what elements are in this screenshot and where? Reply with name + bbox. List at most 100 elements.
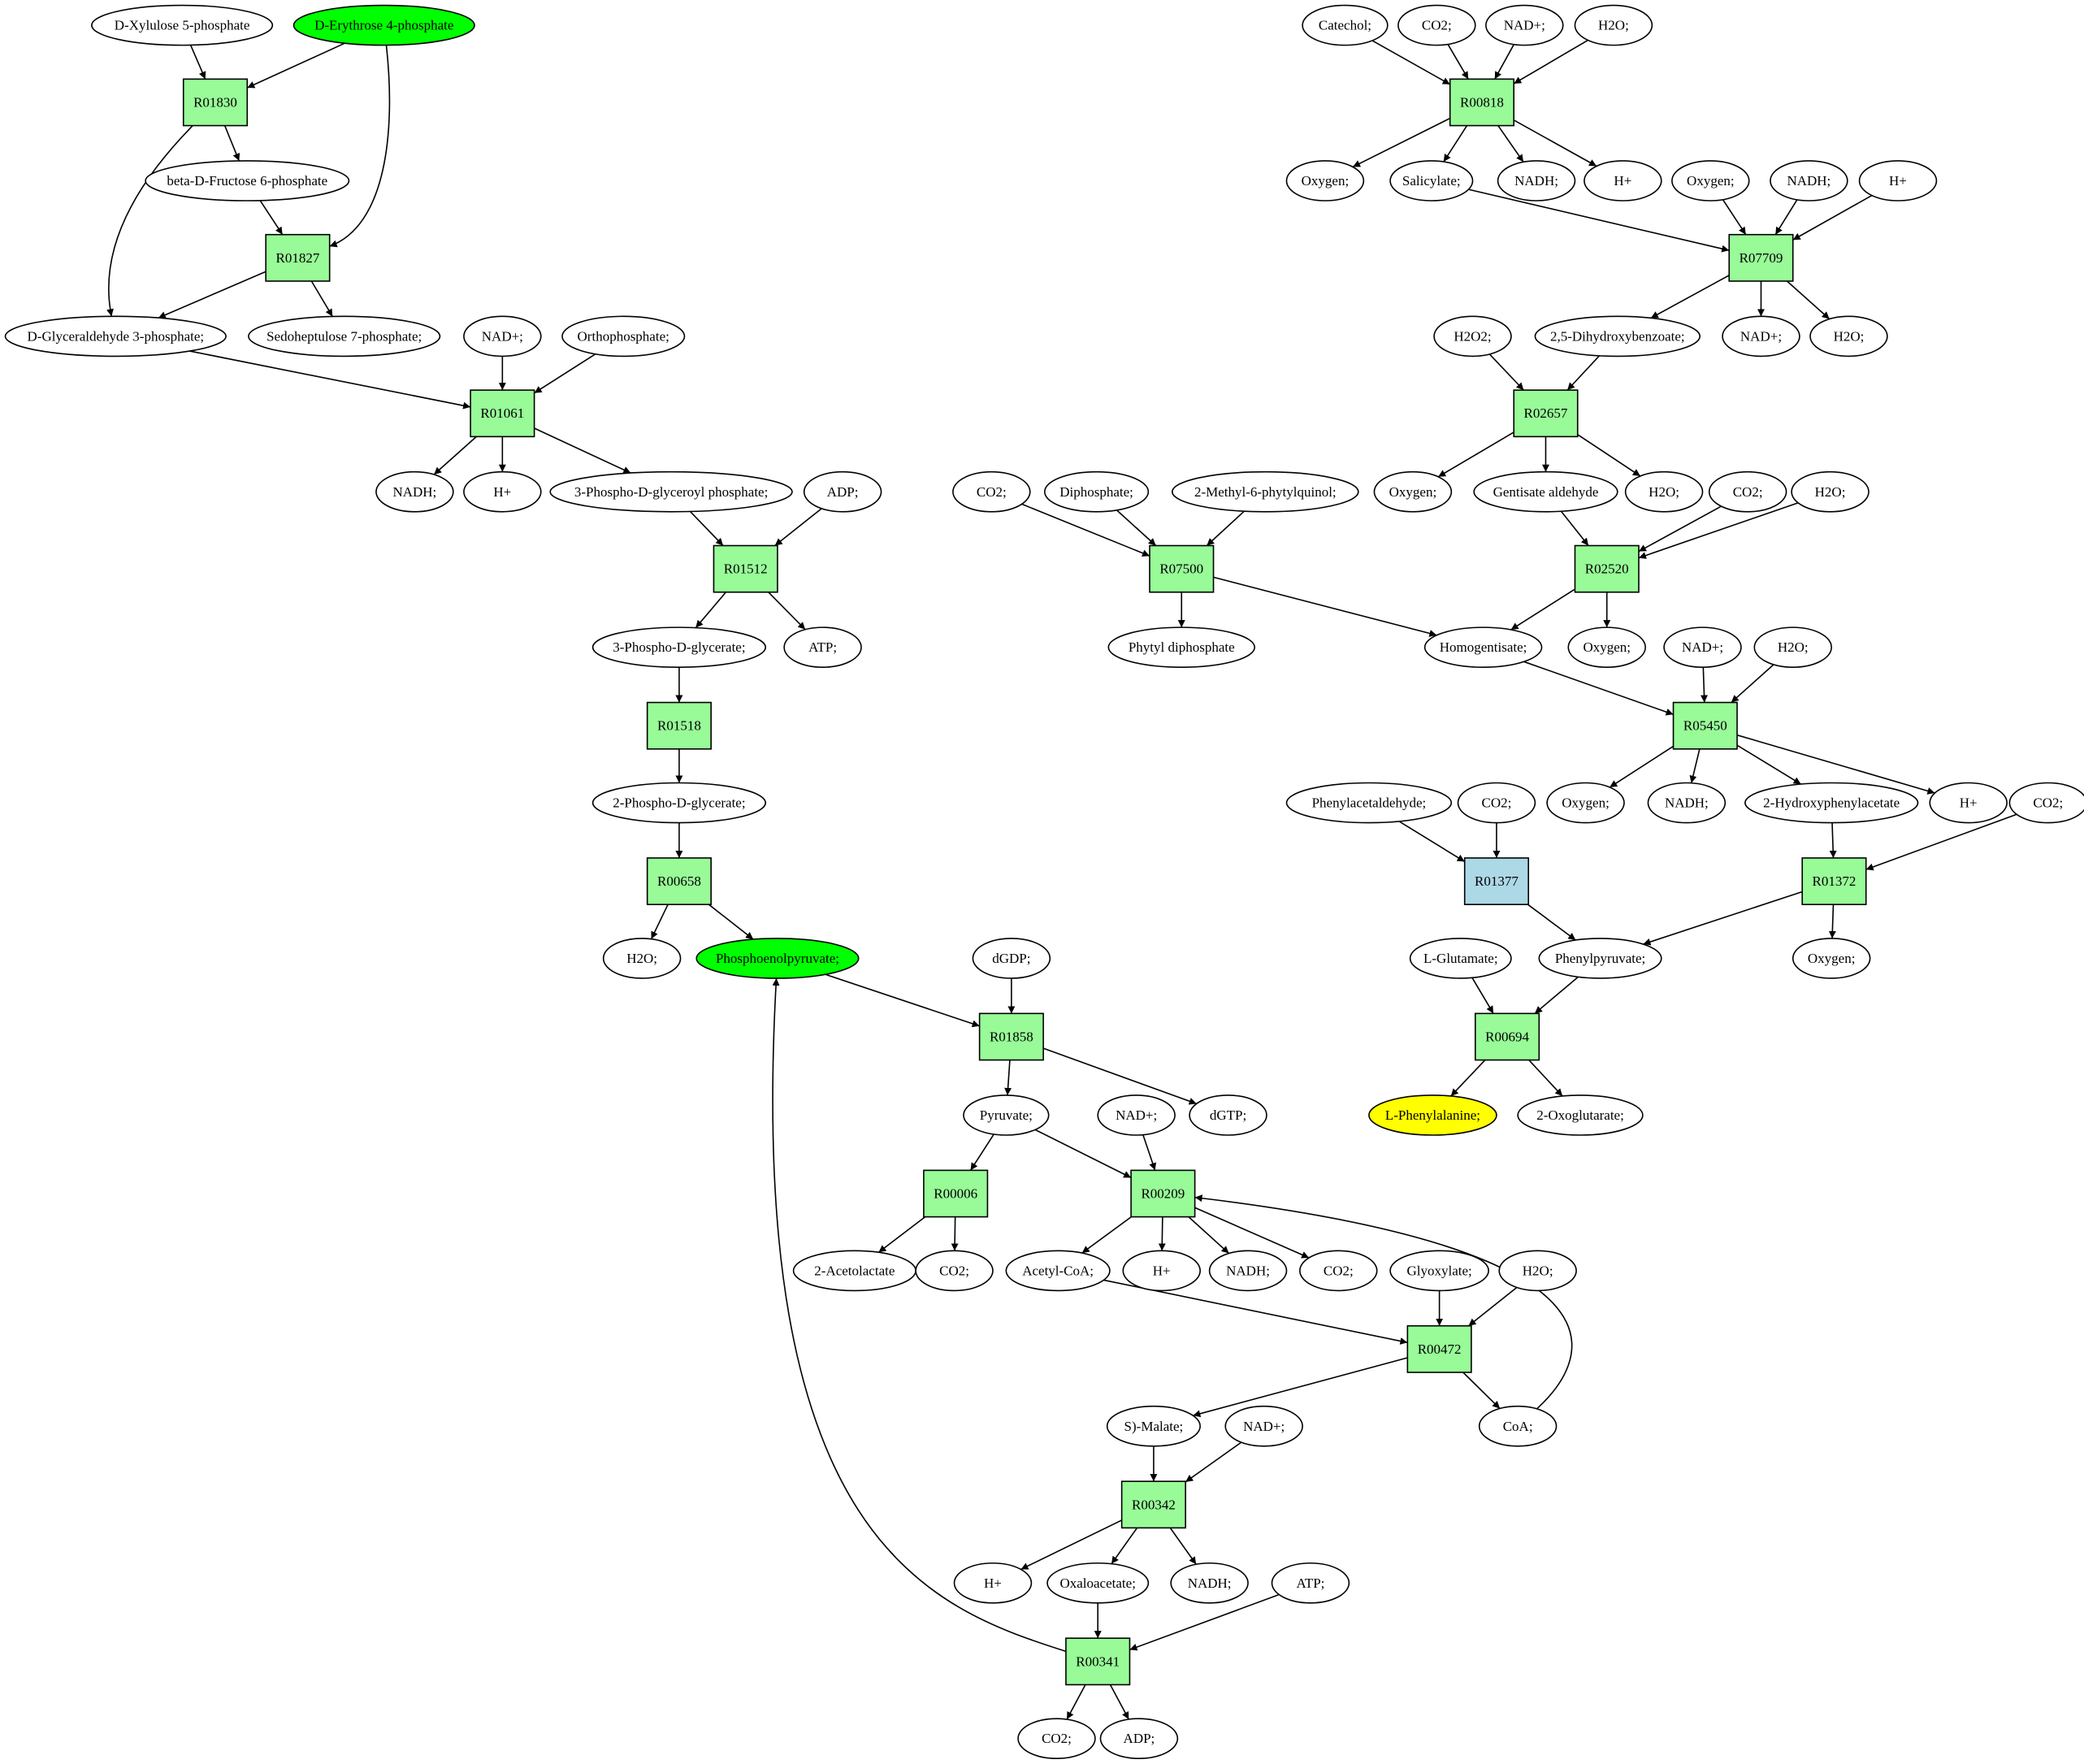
compound-node-oxygen_2[interactable]: Oxygen; <box>1671 160 1750 202</box>
compound-node-dhb[interactable]: 2,5-Dihydroxybenzoate; <box>1534 315 1701 358</box>
compound-node-erythrose4p[interactable]: D-Erythrose 4-phosphate <box>292 4 475 46</box>
compound-node-homogentisate[interactable]: Homogentisate; <box>1423 626 1543 668</box>
reaction-node-r00658[interactable]: R00658 <box>646 857 712 905</box>
compound-node-fructose6p[interactable]: beta-D-Fructose 6-phosphate <box>145 160 350 202</box>
compound-node-mpq[interactable]: 2-Methyl-6-phytylquinol; <box>1172 470 1359 513</box>
compound-node-pdg_p[interactable]: 3-Phospho-D-glyceroyl phosphate; <box>549 470 793 513</box>
compound-node-adp_1[interactable]: ADP; <box>803 470 882 513</box>
reaction-node-r01512[interactable]: R01512 <box>713 544 778 593</box>
compound-node-co2_5[interactable]: CO2; <box>1708 470 1787 513</box>
compound-node-glyoxylate[interactable]: Glyoxylate; <box>1389 1250 1489 1292</box>
compound-node-oxygen_4[interactable]: Oxygen; <box>1567 626 1646 668</box>
compound-node-sedo7p[interactable]: Sedoheptulose 7-phosphate; <box>248 315 441 358</box>
compound-node-co2_1[interactable]: CO2; <box>915 1250 994 1292</box>
compound-node-oxygen_5[interactable]: Oxygen; <box>1546 782 1625 824</box>
reaction-node-r01061[interactable]: R01061 <box>470 389 535 438</box>
compound-node-nad_2[interactable]: NAD+; <box>1097 1094 1176 1136</box>
compound-node-h2o_7[interactable]: H2O; <box>1753 626 1832 668</box>
compound-node-nadh_5[interactable]: NADH; <box>1770 160 1848 202</box>
compound-node-h_4[interactable]: H+ <box>1584 160 1662 202</box>
compound-node-hpa[interactable]: 2-Hydroxyphenylacetate <box>1744 782 1919 824</box>
compound-node-acetylcoa[interactable]: Acetyl-CoA; <box>1005 1250 1111 1292</box>
reaction-node-r07709[interactable]: R07709 <box>1728 233 1794 282</box>
reaction-node-r00472[interactable]: R00472 <box>1406 1324 1472 1373</box>
compound-node-oxoglutarate[interactable]: 2-Oxoglutarate; <box>1517 1094 1644 1136</box>
compound-node-pep[interactable]: Phosphoenolpyruvate; <box>695 938 860 979</box>
compound-node-oxygen_6[interactable]: Oxygen; <box>1792 938 1871 979</box>
compound-node-nad_3[interactable]: NAD+; <box>1224 1405 1303 1447</box>
reaction-node-r00818[interactable]: R00818 <box>1449 78 1515 127</box>
compound-node-gentisate_ald[interactable]: Gentisate aldehyde <box>1473 470 1618 513</box>
compound-node-phenylpyruvate[interactable]: Phenylpyruvate; <box>1538 938 1662 979</box>
edge-r05450-to-hpa <box>1736 744 1802 785</box>
compound-node-oxaloacetate[interactable]: Oxaloacetate; <box>1046 1562 1150 1604</box>
compound-node-nad_5[interactable]: NAD+; <box>1722 315 1800 358</box>
compound-node-oxygen_1[interactable]: Oxygen; <box>1285 160 1365 202</box>
compound-node-nad_6[interactable]: NAD+; <box>1663 626 1742 668</box>
reaction-node-r01830[interactable]: R01830 <box>182 78 249 127</box>
compound-node-h2o_5[interactable]: H2O; <box>1624 470 1704 513</box>
reaction-node-r01827[interactable]: R01827 <box>265 233 331 282</box>
compound-node-atp_1[interactable]: ATP; <box>783 626 862 668</box>
reaction-node-r02520[interactable]: R02520 <box>1574 544 1640 593</box>
compound-node-nadh_1[interactable]: NADH; <box>375 470 454 513</box>
compound-node-dgdp[interactable]: dGDP; <box>972 938 1051 979</box>
compound-node-h2o2[interactable]: H2O2; <box>1433 315 1512 358</box>
compound-node-co2_4[interactable]: CO2; <box>1397 4 1476 46</box>
compound-node-catechol[interactable]: Catechol; <box>1302 4 1389 46</box>
compound-node-h2o_3[interactable]: H2O; <box>1574 4 1653 46</box>
reaction-node-r00209[interactable]: R00209 <box>1130 1169 1196 1218</box>
compound-node-pyruvate[interactable]: Pyruvate; <box>963 1094 1050 1136</box>
reaction-node-r00694[interactable]: R00694 <box>1474 1012 1540 1061</box>
compound-node-atp_2[interactable]: ATP; <box>1271 1562 1350 1604</box>
compound-node-h2o_6[interactable]: H2O; <box>1791 470 1870 513</box>
reaction-node-r01858[interactable]: R01858 <box>978 1012 1044 1061</box>
compound-node-adp_2[interactable]: ADP; <box>1099 1718 1179 1760</box>
reaction-node-r02657[interactable]: R02657 <box>1513 389 1579 438</box>
compound-node-g3p[interactable]: D-Glyceraldehyde 3-phosphate; <box>4 315 227 358</box>
compound-node-nadh_6[interactable]: NADH; <box>1647 782 1727 824</box>
compound-node-glutamate[interactable]: L-Glutamate; <box>1409 938 1512 979</box>
compound-node-phytyl_dp[interactable]: Phytyl diphosphate <box>1107 626 1256 668</box>
compound-node-h2o_1[interactable]: H2O; <box>602 938 682 979</box>
compound-node-phenylalanine[interactable]: L-Phenylalanine; <box>1368 1094 1497 1136</box>
reaction-node-r01372[interactable]: R01372 <box>1801 857 1867 905</box>
compound-node-h_1[interactable]: H+ <box>463 470 542 513</box>
compound-node-co2_8[interactable]: CO2; <box>2008 782 2084 824</box>
compound-node-nadh_3[interactable]: NADH; <box>1170 1562 1249 1604</box>
compound-node-h2o_2[interactable]: H2O; <box>1498 1250 1577 1292</box>
reaction-node-r01377[interactable]: R01377 <box>1463 857 1530 905</box>
compound-node-phenylacetaldehyde[interactable]: Phenylacetaldehyde; <box>1285 782 1453 824</box>
reaction-node-r01518[interactable]: R01518 <box>646 701 712 750</box>
compound-node-nad_1[interactable]: NAD+; <box>463 315 542 358</box>
compound-node-malate[interactable]: S)-Malate; <box>1106 1405 1201 1447</box>
compound-node-acetolactate[interactable]: 2-Acetolactate <box>792 1250 916 1292</box>
compound-node-h_3[interactable]: H+ <box>953 1562 1033 1604</box>
compound-node-h_2[interactable]: H+ <box>1122 1250 1201 1292</box>
compound-node-p2g[interactable]: 2-Phospho-D-glycerate; <box>591 782 767 824</box>
compound-node-nad_4[interactable]: NAD+; <box>1485 4 1564 46</box>
compound-node-nadh_4[interactable]: NADH; <box>1497 160 1576 202</box>
compound-node-h2o_4[interactable]: H2O; <box>1809 315 1888 358</box>
compound-node-co2_6[interactable]: CO2; <box>952 470 1031 513</box>
compound-node-nadh_2[interactable]: NADH; <box>1208 1250 1288 1292</box>
edge-r00694-to-oxoglutarate <box>1528 1060 1563 1097</box>
reaction-node-r00342[interactable]: R00342 <box>1120 1480 1186 1529</box>
compound-node-dgtp[interactable]: dGTP; <box>1189 1094 1267 1136</box>
compound-node-co2_3[interactable]: CO2; <box>1017 1718 1096 1760</box>
compound-node-diphosphate[interactable]: Diphosphate; <box>1043 470 1150 513</box>
compound-node-orthophosphate[interactable]: Orthophosphate; <box>561 315 686 358</box>
compound-node-salicylate[interactable]: Salicylate; <box>1389 160 1474 202</box>
reaction-node-r05450[interactable]: R05450 <box>1672 701 1738 750</box>
compound-node-co2_2[interactable]: CO2; <box>1299 1250 1378 1292</box>
reaction-node-r00341[interactable]: R00341 <box>1065 1637 1131 1686</box>
compound-node-oxygen_3[interactable]: Oxygen; <box>1373 470 1453 513</box>
compound-node-coa[interactable]: CoA; <box>1478 1405 1558 1447</box>
compound-node-p3g[interactable]: 3-Phospho-D-glycerate; <box>591 626 767 668</box>
compound-node-xylulose5p[interactable]: D-Xylulose 5-phosphate <box>91 4 274 46</box>
compound-node-h_5[interactable]: H+ <box>1858 160 1938 202</box>
reaction-node-r00006[interactable]: R00006 <box>923 1169 989 1218</box>
compound-node-h_6[interactable]: H+ <box>1929 782 2008 824</box>
reaction-node-r07500[interactable]: R07500 <box>1149 544 1215 593</box>
compound-node-co2_7[interactable]: CO2; <box>1457 782 1536 824</box>
